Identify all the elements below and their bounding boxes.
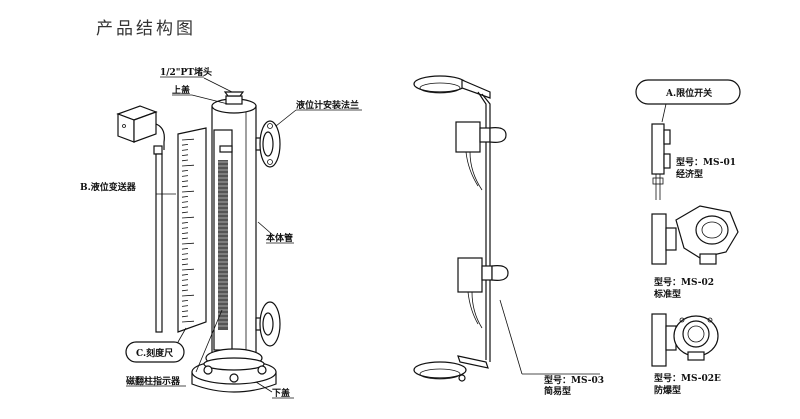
bottom-cover-label: 下盖 — [272, 387, 290, 399]
scale-tick — [181, 305, 189, 307]
scale-tick — [181, 196, 189, 198]
body-tube-label: 本体管 — [266, 232, 293, 244]
scale-tick — [181, 289, 189, 292]
scale-tick — [181, 144, 189, 146]
scale-tick — [181, 227, 189, 229]
scale-tick — [181, 274, 189, 276]
ms01-switch — [651, 123, 671, 200]
page-title: 产品结构图 — [96, 19, 196, 39]
pt-plug-label: 1/2"PT堵头 — [160, 66, 212, 78]
scale-label-box — [125, 341, 185, 363]
scale-tick — [181, 180, 189, 182]
main-gauge — [191, 91, 281, 393]
ms01-model-label: 型号：MS-01 — [676, 156, 736, 168]
top-cover-label: 上盖 — [172, 84, 190, 96]
scale-tick — [181, 159, 189, 162]
scale-tick — [181, 263, 189, 266]
ms02e-type-label: 防爆型 — [654, 384, 681, 396]
scale-ruler — [177, 127, 207, 333]
scale-tick — [181, 320, 195, 323]
level-transmitter — [116, 105, 165, 333]
limit-switch-label: A.限位开关 — [665, 87, 712, 99]
scale-tick — [181, 175, 189, 177]
scale-tick — [181, 138, 195, 141]
scale-tick — [181, 216, 195, 219]
ms03-switch-lower — [457, 257, 483, 293]
scale-tick — [181, 310, 189, 312]
scale-tick — [181, 185, 189, 188]
upper-flange — [255, 120, 281, 168]
indicator-label: 磁翻柱指示器 — [126, 375, 181, 387]
scale-tick — [181, 237, 189, 240]
ms02e-model-label: 型号：MS-02E — [654, 372, 721, 384]
scale-tick — [181, 279, 189, 281]
scale-tick — [181, 315, 189, 318]
ms03-assembly — [413, 75, 509, 382]
ms02-type-label: 标准型 — [653, 288, 681, 300]
scale-tick — [181, 201, 189, 203]
transmitter-label: B.液位变送器 — [80, 181, 137, 193]
scale-tick — [181, 253, 189, 255]
scale-tick — [181, 268, 195, 271]
scale-tick — [181, 242, 195, 245]
ms02-model-label: 型号：MS-02 — [654, 276, 714, 288]
pt-plug — [223, 91, 245, 97]
scale-label: C.刻度尺 — [136, 347, 173, 359]
ms03-model-label: 型号：MS-03 — [544, 374, 604, 386]
ms01-type-label: 经济型 — [676, 168, 703, 180]
scale-tick — [181, 284, 189, 286]
ms02-switch — [651, 205, 739, 265]
scale-tick — [181, 164, 195, 167]
scale-tick — [181, 294, 195, 297]
flange-label: 液位计安装法兰 — [296, 99, 359, 111]
scale-tick — [181, 300, 189, 302]
ms03-switch-upper — [455, 121, 481, 153]
scale-tick — [181, 149, 189, 151]
scale-tick — [181, 154, 189, 156]
lower-flange — [255, 301, 281, 347]
scale-tick — [181, 211, 189, 214]
scale-tick — [181, 206, 189, 208]
indicator-columns — [218, 160, 228, 330]
scale-tick — [181, 222, 189, 224]
scale-tick — [181, 190, 195, 193]
scale-tick — [181, 232, 189, 234]
scale-tick — [181, 170, 189, 172]
ms02e-switch — [651, 313, 719, 367]
ms03-type-label: 简易型 — [544, 385, 571, 397]
leader-lines — [156, 77, 600, 393]
limit-switch-variants — [635, 79, 741, 367]
scale-tick — [181, 258, 189, 260]
scale-tick — [181, 248, 189, 250]
limit-switch-callout — [635, 79, 741, 105]
